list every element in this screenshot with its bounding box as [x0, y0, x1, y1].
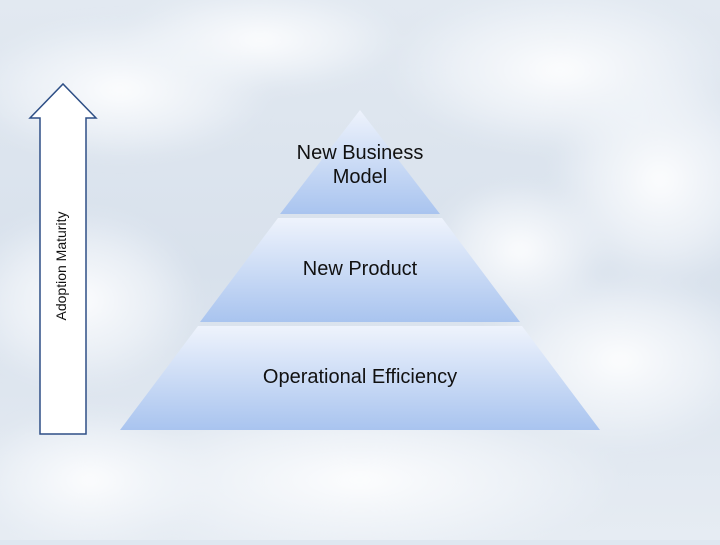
tier-label-new-product: New Product [302, 258, 418, 280]
axis-label: Adoption Maturity [53, 211, 69, 321]
tier-label-new-business-model: New Business Model [296, 142, 424, 188]
pyramid [120, 110, 600, 430]
tier-label-operational-efficiency: Operational Efficiency [262, 366, 458, 388]
pyramid-tier-middle [200, 218, 520, 322]
pyramid-tier-top [280, 110, 440, 214]
pyramid-tier-bottom [120, 326, 600, 430]
adoption-arrow [28, 82, 98, 435]
